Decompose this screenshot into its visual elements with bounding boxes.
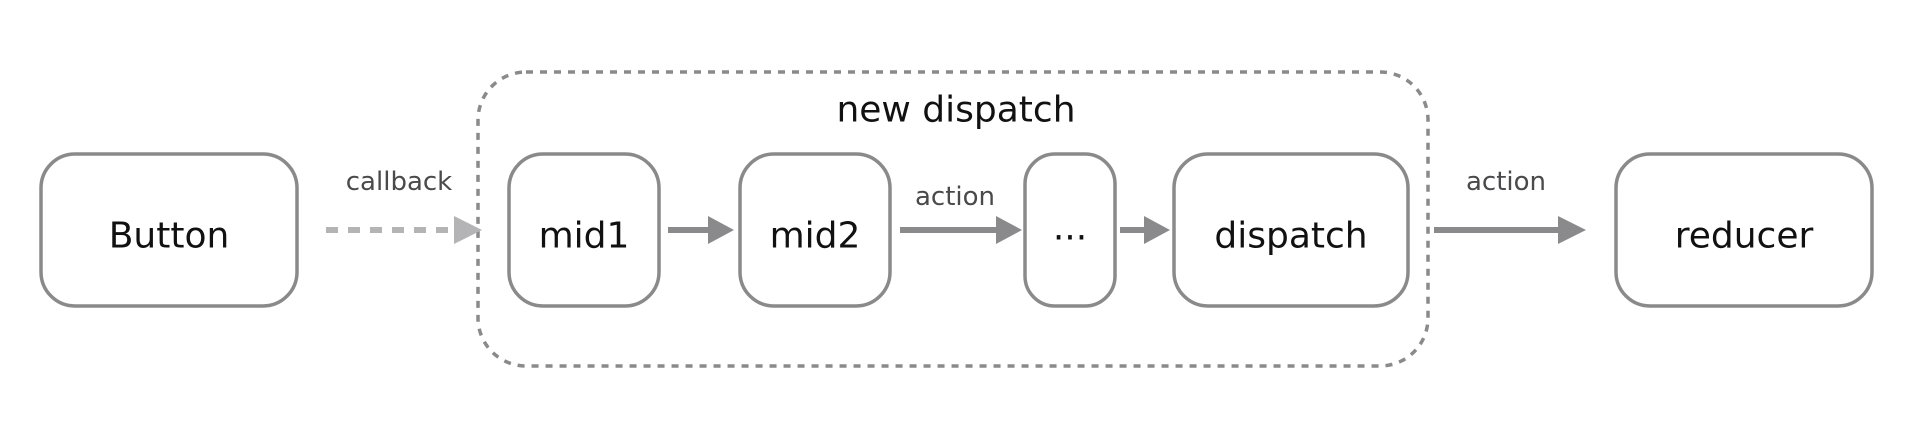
node-ellipsis-label: ... xyxy=(1053,208,1087,249)
edge-ellipsis-to-dispatch xyxy=(1120,216,1170,244)
node-button: Button xyxy=(39,152,299,308)
node-mid1-box xyxy=(507,152,661,308)
edge-button-to-group-arrowhead xyxy=(454,216,482,244)
node-mid1-label: mid1 xyxy=(539,216,630,257)
node-dispatch: dispatch xyxy=(1172,152,1410,308)
node-reducer-box xyxy=(1614,152,1874,308)
node-button-label: Button xyxy=(109,216,230,257)
edge-ellipsis-to-dispatch-arrowhead xyxy=(1144,216,1170,244)
edge-dispatch-to-reducer: action xyxy=(1434,167,1586,244)
edge-mid1-to-mid2-arrowhead xyxy=(708,216,734,244)
edge-dispatch-to-reducer-label: action xyxy=(1466,167,1546,197)
group-new-dispatch: new dispatch xyxy=(476,70,1430,368)
node-mid2-label: mid2 xyxy=(770,216,861,257)
edge-dispatch-to-reducer-arrowhead xyxy=(1558,216,1586,244)
edge-mid1-to-mid2 xyxy=(668,216,734,244)
edge-mid2-to-ellipsis: action xyxy=(900,182,1022,244)
node-ellipsis: ... xyxy=(1023,152,1117,308)
node-dispatch-label: dispatch xyxy=(1214,216,1367,257)
edge-button-to-group-label: callback xyxy=(346,167,452,197)
node-button-box xyxy=(39,152,299,308)
node-reducer-label: reducer xyxy=(1675,216,1814,257)
node-mid2: mid2 xyxy=(738,152,892,308)
edge-button-to-group: callback xyxy=(326,167,482,244)
group-new-dispatch-label: new dispatch xyxy=(836,90,1075,131)
node-mid2-box xyxy=(738,152,892,308)
node-mid1: mid1 xyxy=(507,152,661,308)
node-ellipsis-box xyxy=(1023,152,1117,308)
edge-mid2-to-ellipsis-arrowhead xyxy=(996,216,1022,244)
edge-mid2-to-ellipsis-label: action xyxy=(915,182,995,212)
node-dispatch-box xyxy=(1172,152,1410,308)
node-reducer: reducer xyxy=(1614,152,1874,308)
group-new-dispatch-border xyxy=(476,70,1430,368)
